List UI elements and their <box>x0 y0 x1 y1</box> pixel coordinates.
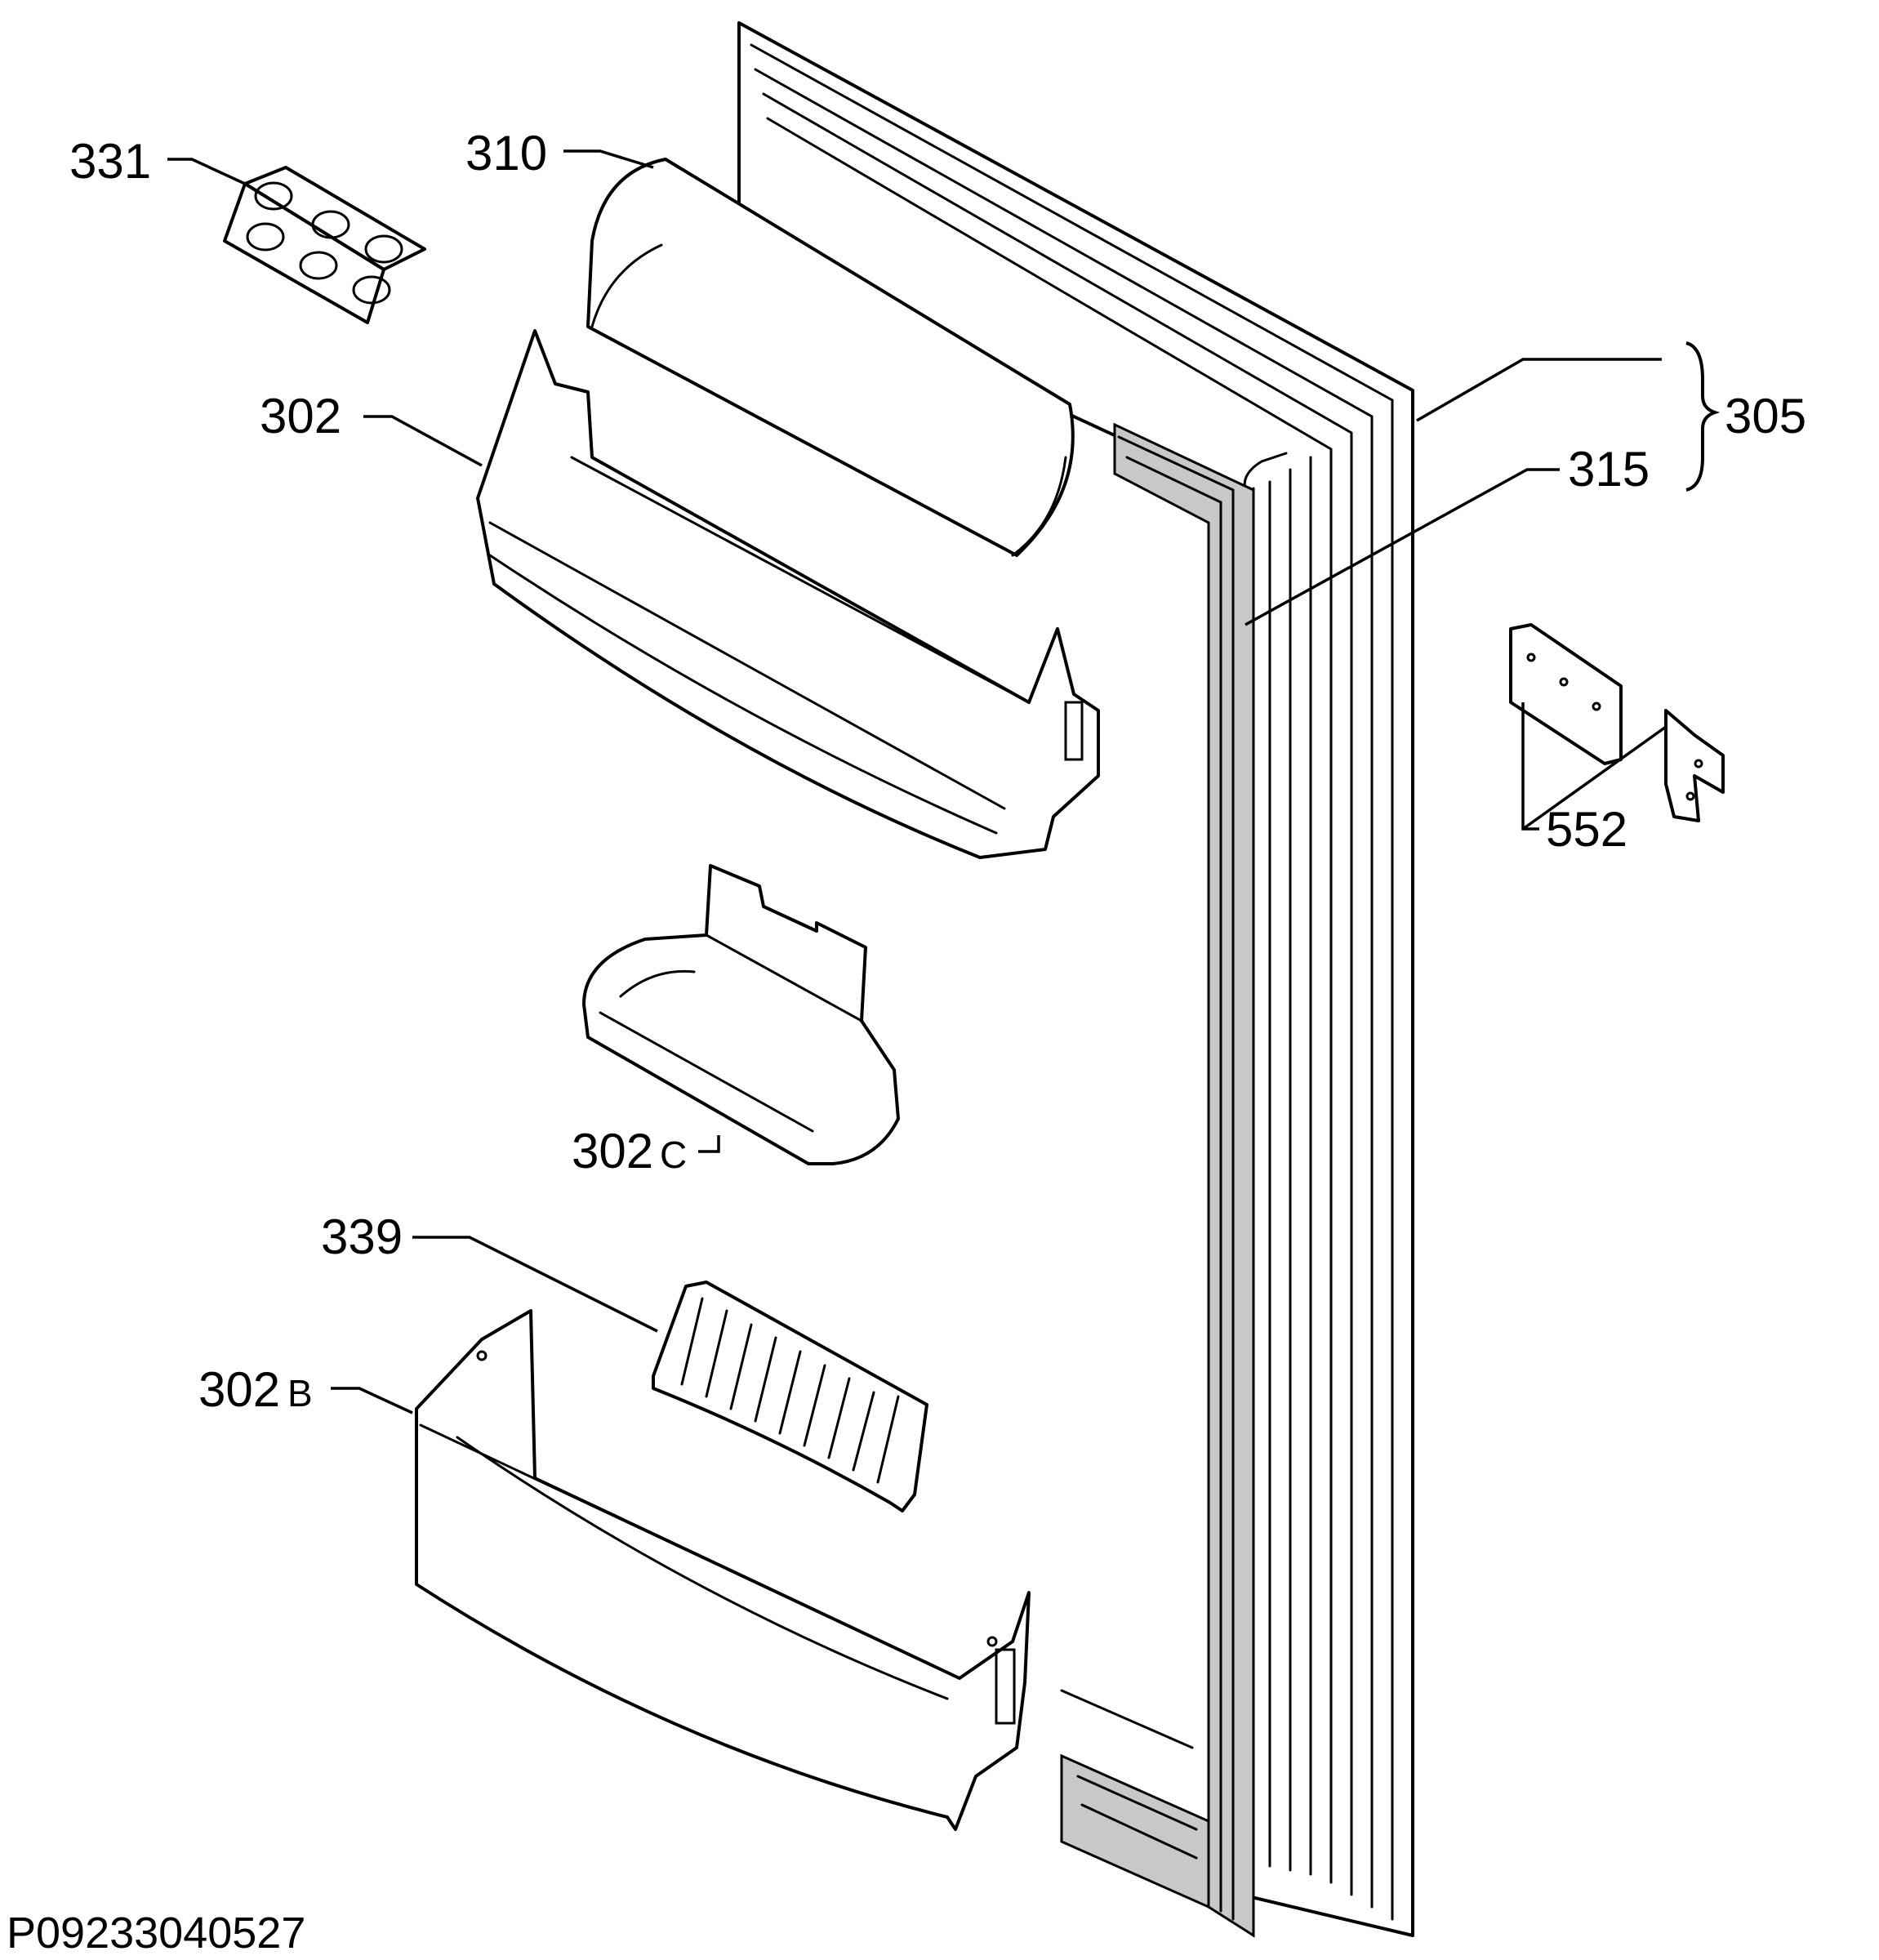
drawing-code: P09233040527 <box>7 1909 305 1958</box>
hinge-plate-hole <box>1592 702 1601 711</box>
door-rim-line-2 <box>754 68 1374 1909</box>
leader-lines <box>167 149 1721 1414</box>
bottle-door-shelf <box>415 1309 1031 1831</box>
brace-305 <box>1685 341 1721 492</box>
leader-339 <box>412 1236 658 1333</box>
hinge-bracket-hole <box>1694 759 1703 768</box>
leader-302 <box>363 415 483 467</box>
egg-cup <box>311 210 350 239</box>
bottle-holder-rib <box>852 1391 875 1472</box>
butter-cover-edge <box>590 243 663 328</box>
gasket-groove-3 <box>1076 1775 1198 1831</box>
leader-310 <box>563 149 654 169</box>
door-gasket <box>1060 422 1255 1938</box>
upper-shelf-back-edge <box>570 456 1031 704</box>
label-302b-number: 302 <box>198 1362 280 1417</box>
small-shelf-lip <box>599 1011 814 1133</box>
leader-552-b <box>1521 725 1668 831</box>
gasket-groove-2 <box>1125 456 1222 1913</box>
hinge-bracket-hole <box>1685 791 1695 801</box>
small-shelf-back <box>705 933 863 1022</box>
hinge-plate-hole <box>1559 677 1569 687</box>
bottle-shelf-front-curve <box>456 1436 949 1700</box>
bottle-holder-rib <box>680 1297 704 1386</box>
hinge-plate <box>1509 623 1623 765</box>
door-rim-line-4 <box>766 117 1333 1884</box>
bottle-holder-rib <box>827 1377 851 1459</box>
gasket-inner-edge <box>1060 1689 1194 1749</box>
bottle-holder-rib <box>778 1350 802 1435</box>
door-hinge-parts <box>1509 623 1725 822</box>
leader-331 <box>167 158 246 185</box>
egg-cup <box>299 251 338 280</box>
upper-door-shelf <box>476 329 1100 859</box>
label-339: 339 <box>321 1209 403 1264</box>
gasket-groove-4 <box>1080 1803 1198 1860</box>
egg-tray-front <box>223 182 385 324</box>
small-door-shelf <box>582 864 900 1165</box>
gasket-bottom-strip <box>1060 1753 1210 1909</box>
label-310: 310 <box>465 126 547 180</box>
egg-cup <box>352 275 391 305</box>
hinge-bracket <box>1664 709 1725 822</box>
bottle-shelf-lip <box>419 1423 953 1676</box>
label-302c-suffix: C <box>660 1134 687 1176</box>
label-302b-suffix: B <box>287 1372 313 1414</box>
bottle-shelf-clip <box>995 1648 1016 1725</box>
bottle-holder-rib <box>754 1336 777 1423</box>
door-rim-line-1 <box>750 43 1394 1921</box>
door-rim-line-3 <box>762 92 1353 1896</box>
bottle-holder-rib <box>803 1364 826 1447</box>
bottle-shelf-hole <box>476 1350 488 1361</box>
upper-shelf-lip <box>488 521 1006 810</box>
bottle-holder-rib <box>705 1309 728 1398</box>
part-labels: 331 310 302 305 315 552 302 C 339 302 B … <box>7 126 1806 1958</box>
label-302c-number: 302 <box>572 1124 653 1178</box>
upper-shelf-front-curve <box>488 554 998 835</box>
gasket-groove-1 <box>1117 435 1235 1921</box>
hinge-plate-hole <box>1526 653 1536 662</box>
bottle-shelf-body <box>415 1309 1031 1831</box>
egg-tray <box>223 166 426 324</box>
egg-cup <box>254 181 293 211</box>
bottle-shelf-hole <box>986 1636 998 1647</box>
label-315: 315 <box>1568 442 1650 497</box>
upper-shelf-clip <box>1064 701 1084 761</box>
butter-compartment-cover <box>586 158 1075 557</box>
egg-cup <box>364 234 403 264</box>
leader-302b <box>331 1387 413 1414</box>
label-305: 305 <box>1725 389 1806 443</box>
leader-305 <box>1416 358 1662 422</box>
label-302: 302 <box>260 389 341 443</box>
leader-315 <box>1245 468 1560 626</box>
bottle-holder-rib <box>729 1323 753 1410</box>
label-552: 552 <box>1546 802 1627 857</box>
butter-cover-curve <box>1011 456 1067 557</box>
bottle-holder <box>652 1281 928 1512</box>
small-shelf-body <box>582 864 900 1165</box>
egg-cup <box>246 222 285 252</box>
label-331: 331 <box>69 134 151 189</box>
leader-302c <box>698 1135 720 1153</box>
bottle-holder-rib <box>876 1395 900 1484</box>
small-shelf-inner <box>619 969 696 998</box>
upper-shelf-body <box>476 329 1100 859</box>
